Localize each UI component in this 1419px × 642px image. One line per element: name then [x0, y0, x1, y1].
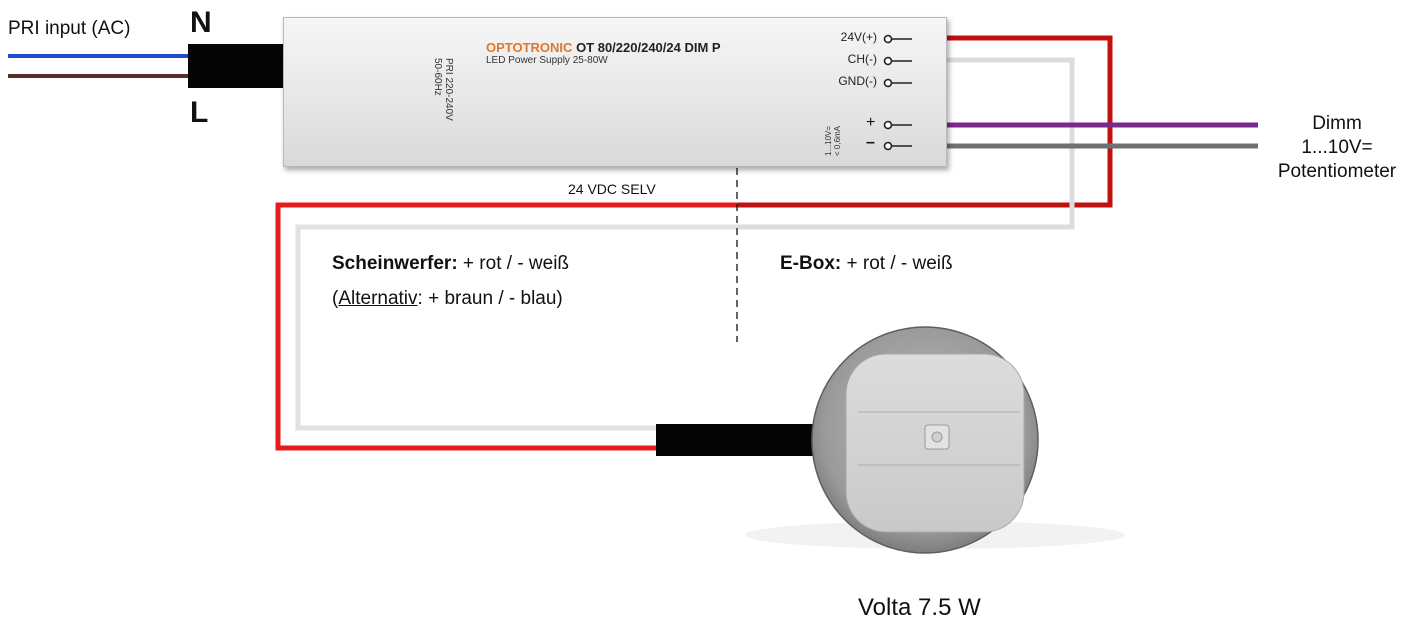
- power-supply: OPTOTRONIC OT 80/220/240/24 DIM P LED Po…: [283, 17, 947, 167]
- white-wire-lamp: [295, 224, 738, 431]
- psu-subtitle: LED Power Supply 25-80W: [486, 55, 608, 66]
- lamp-label: Volta 7.5 W: [858, 594, 981, 621]
- psu-brand: OPTOTRONIC: [486, 40, 573, 55]
- alternativ-open: (: [332, 288, 339, 309]
- alternativ-word: Alternativ: [338, 288, 418, 309]
- ebox-line: E-Box: + rot / - weiß: [780, 253, 953, 275]
- terminal-symbols: [883, 34, 912, 151]
- dimm-label: Dimm 1...10V= Potentiometer: [1262, 112, 1412, 184]
- dim-minus-label: –: [866, 134, 875, 151]
- scheinwerfer-bold: Scheinwerfer:: [332, 253, 458, 274]
- terminal-gnd: GND(-): [838, 74, 877, 88]
- terminal-icon-minus: [883, 141, 893, 151]
- terminal-icon-ch: [883, 56, 893, 66]
- dimm-line3: Potentiometer: [1277, 161, 1397, 182]
- dimm-line2: 1...10V=: [1301, 137, 1373, 158]
- ebox-bold: E-Box:: [780, 253, 842, 274]
- red-wire-ebox: [738, 35, 1113, 208]
- line-label: L: [190, 96, 209, 129]
- neutral-label: N: [190, 6, 212, 39]
- lamp-sensor-dot: [931, 431, 943, 443]
- lamp-cable: [656, 424, 816, 456]
- scheinwerfer-rest: + rot / - weiß: [457, 253, 570, 274]
- terminal-icon-gnd: [883, 78, 893, 88]
- psu-model: OT 80/220/240/24 DIM P: [576, 40, 721, 55]
- alternativ-line: (Alternativ: + braun / - blau): [332, 288, 563, 310]
- dimm-line1: Dimm: [1312, 113, 1362, 134]
- dim-plus-label: +: [866, 114, 876, 131]
- alternativ-rest: : + braun / - blau): [417, 288, 563, 309]
- psu-title: OPTOTRONIC OT 80/220/240/24 DIM P: [486, 40, 721, 55]
- red-wire-lamp: [275, 202, 738, 451]
- input-label: PRI input (AC): [8, 18, 131, 39]
- selv-label: 24 VDC SELV: [568, 181, 656, 197]
- scheinwerfer-line: Scheinwerfer: + rot / - weiß: [332, 253, 569, 275]
- terminal-ch: CH(-): [847, 52, 877, 66]
- terminal-icon-plus: [883, 120, 893, 130]
- input-cable-sleeve: [188, 44, 283, 88]
- terminal-24v: 24V(+): [840, 30, 877, 44]
- ebox-rest: + rot / - weiß: [841, 253, 953, 274]
- terminal-icon-24v: [883, 34, 893, 44]
